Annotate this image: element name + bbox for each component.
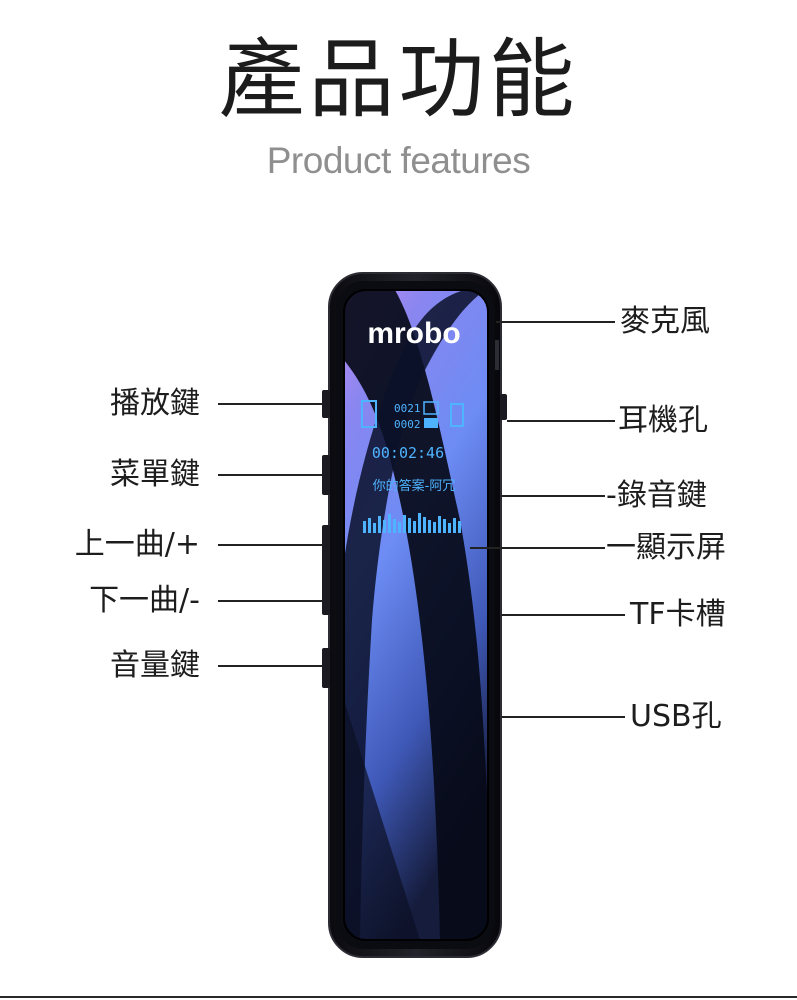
display-line-2: 0002	[394, 418, 421, 431]
label-menu-key: 菜單鍵	[110, 457, 200, 492]
record-button	[500, 394, 507, 420]
label-usb-port: USB孔	[630, 699, 722, 734]
display-track: 你的答案-阿冗	[373, 478, 456, 494]
menu-button	[322, 455, 330, 495]
label-next-track: 下一曲/-	[89, 583, 200, 618]
label-play-key: 播放鍵	[110, 386, 200, 421]
equalizer-bars	[363, 513, 461, 533]
display-readout: 0021 0002 00:02:46 你的答案-阿冗	[361, 400, 464, 533]
volume-button	[322, 648, 330, 688]
label-tf-slot: TF卡槽	[630, 597, 726, 632]
display-line-1: 0021	[394, 402, 421, 415]
play-button	[322, 390, 330, 418]
bottom-divider	[0, 996, 797, 998]
device-screen	[344, 290, 488, 940]
prev-next-button	[322, 525, 330, 615]
page-title: 產品功能	[218, 30, 579, 130]
label-prev-track: 上一曲/+	[74, 527, 200, 562]
label-microphone: 麥克風	[620, 304, 710, 339]
label-record-key: -錄音鍵	[606, 478, 707, 513]
label-display: 一顯示屏	[606, 530, 726, 565]
label-headphone-jack: 耳機孔	[618, 403, 708, 438]
leader-lines-right	[470, 321, 625, 718]
display-time: 00:02:46	[372, 444, 444, 462]
label-volume-key: 音量鍵	[110, 648, 200, 683]
page-subtitle: Product features	[266, 140, 531, 181]
leader-lines-left	[218, 403, 322, 667]
brand-logo: mrobo	[367, 317, 460, 350]
